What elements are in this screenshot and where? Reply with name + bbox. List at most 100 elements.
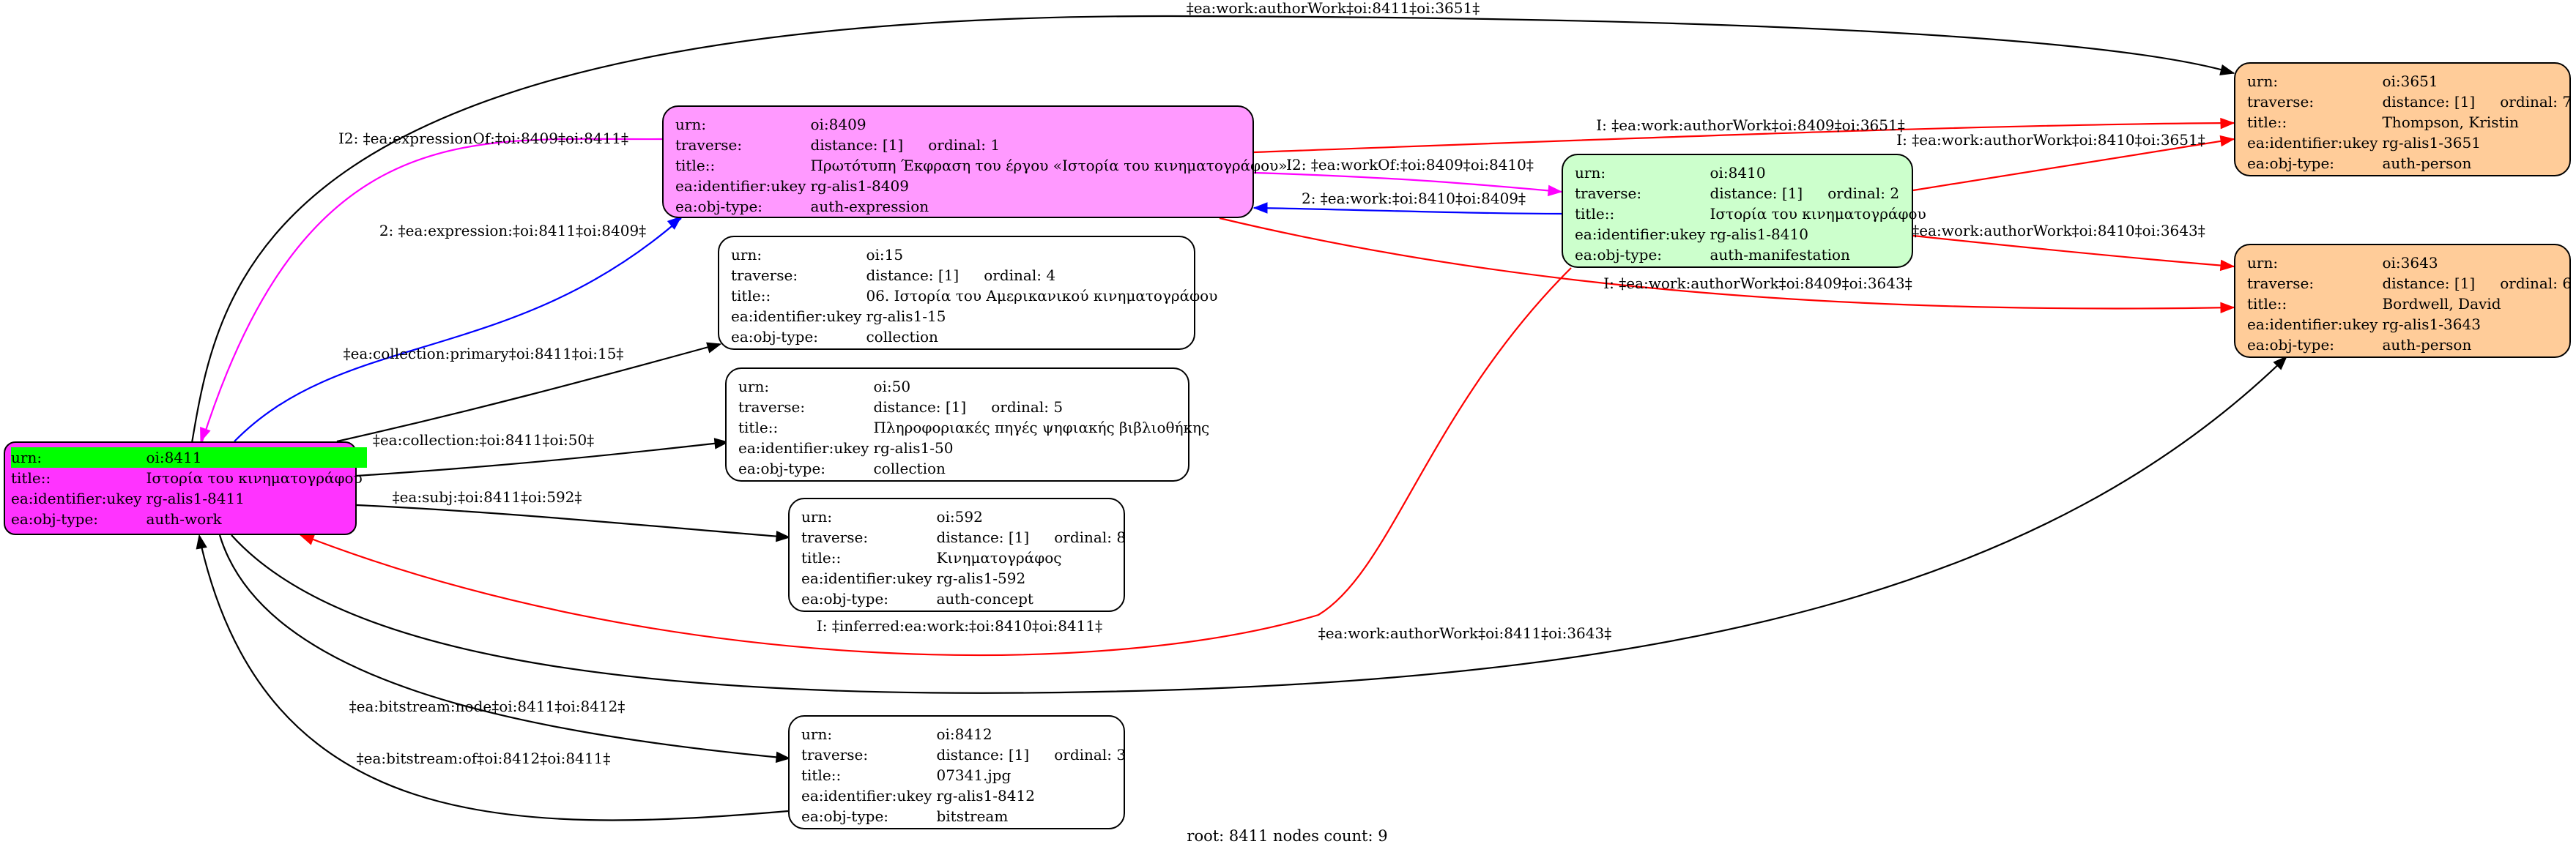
edge-line xyxy=(1912,234,2235,268)
node-row: ea:obj-type:auth-concept xyxy=(801,589,1130,609)
row-key: urn: xyxy=(731,246,762,264)
row-key: ea:identifier:ukey xyxy=(2247,316,2378,333)
row-ordinal: ordinal: 7 xyxy=(2500,93,2572,111)
row-value: oi:8409 xyxy=(810,114,1291,135)
node-row: traverse:distance: [1]ordinal: 4 xyxy=(731,265,1222,285)
row-value: oi:8411 xyxy=(146,447,367,468)
row-key: urn: xyxy=(801,725,833,743)
row-value: oi:8412 xyxy=(936,724,1130,744)
row-value: collection xyxy=(873,458,1214,479)
node-row: ea:obj-type:auth-person xyxy=(2247,335,2576,355)
edge-15: ‡ea:bitstream:of‡oi:8412‡oi:8411‡ xyxy=(196,534,789,821)
row-value-text: rg-alis1-15 xyxy=(866,307,946,325)
node-row: traverse:distance: [1]ordinal: 7 xyxy=(2247,92,2576,112)
row-ordinal: ordinal: 1 xyxy=(928,136,1001,154)
row-key: urn: xyxy=(801,508,833,526)
edge-arrowhead xyxy=(2220,302,2235,314)
row-value: rg-alis1-50 xyxy=(873,438,1214,458)
row-key: traverse: xyxy=(801,529,869,546)
row-value: oi:50 xyxy=(873,376,1214,397)
edge-label: ‡ea:bitstream:node‡oi:8411‡oi:8412‡ xyxy=(349,698,626,715)
row-value: Ιστορία του κινηματογράφου xyxy=(146,468,366,488)
edge-line xyxy=(1253,171,1562,193)
node-row: traverse:distance: [1]ordinal: 2 xyxy=(1575,183,1931,204)
row-key: traverse: xyxy=(731,266,798,284)
row-key: ea:obj-type: xyxy=(1575,246,1663,264)
row-value: auth-expression xyxy=(810,196,1291,217)
row-value-text: auth-person xyxy=(2382,154,2472,172)
row-value: rg-alis1-8412 xyxy=(936,785,1130,806)
row-value: oi:3643 xyxy=(2382,253,2576,273)
edge-5: 2: ‡ea:work:‡oi:8410‡oi:8409‡ xyxy=(1252,190,1562,215)
edge-4: I2: ‡ea:workOf:‡oi:8409‡oi:8410‡ xyxy=(1253,156,1563,197)
node-row: title::Thompson, Kristin xyxy=(2247,112,2576,132)
row-value: rg-alis1-15 xyxy=(866,306,1222,326)
edge-label: ‡ea:work:authorWork‡oi:8411‡oi:3651‡ xyxy=(1187,0,1480,17)
edge-8: I: ‡ea:work:authorWork‡oi:8409‡oi:3643‡ xyxy=(1219,217,2235,314)
edge-line xyxy=(301,267,1572,657)
edge-line xyxy=(1219,217,2235,310)
row-value-text: distance: [1] xyxy=(936,529,1030,546)
row-key: ea:identifier:ukey xyxy=(1575,225,1706,243)
row-value-text: bitstream xyxy=(936,807,1009,825)
row-value-text: Bordwell, David xyxy=(2382,295,2501,313)
row-key: ea:identifier:ukey xyxy=(11,490,142,507)
row-value-text: auth-work xyxy=(146,510,222,528)
row-key: ea:obj-type: xyxy=(801,590,889,608)
row-value: Πληροφοριακές πηγές ψηφιακής βιβλιοθήκης xyxy=(873,417,1214,438)
row-value-text: auth-expression xyxy=(810,198,929,215)
row-value-text: distance: [1] xyxy=(1710,184,1803,202)
row-value: rg-alis1-8410 xyxy=(1710,224,1930,244)
node-row: ea:obj-type:auth-person xyxy=(2247,153,2576,173)
row-value: auth-person xyxy=(2382,335,2576,355)
row-key: urn: xyxy=(738,378,770,395)
edge-arrowhead xyxy=(713,438,730,449)
row-ordinal: ordinal: 2 xyxy=(1827,184,1900,202)
row-ordinal: ordinal: 6 xyxy=(2500,275,2572,292)
row-value: oi:3651 xyxy=(2382,71,2576,92)
row-value: 06. Ιστορία του Αμερικανικού κινηματογρά… xyxy=(866,285,1222,306)
row-value-text: 07341.jpg xyxy=(936,766,1012,784)
row-value-text: Πληροφοριακές πηγές ψηφιακής βιβλιοθήκης xyxy=(873,419,1210,436)
node-row: ea:obj-type:auth-expression xyxy=(675,196,1292,217)
row-value: 07341.jpg xyxy=(936,765,1130,785)
row-value: rg-alis1-8409 xyxy=(810,176,1291,196)
node-row: traverse:distance: [1]ordinal: 1 xyxy=(675,135,1292,155)
node-row: title::Κινηματογράφος xyxy=(801,548,1130,568)
row-ordinal: ordinal: 3 xyxy=(1054,746,1126,763)
edge-arrowhead xyxy=(2220,117,2235,130)
edge-label: ‡ea:bitstream:of‡oi:8412‡oi:8411‡ xyxy=(357,750,611,767)
edge-label: I: ‡inferred:ea:work:‡oi:8410‡oi:8411‡ xyxy=(817,617,1102,635)
row-value: oi:8410 xyxy=(1710,163,1930,183)
row-key: urn: xyxy=(675,116,707,133)
row-value: rg-alis1-8411 xyxy=(146,488,366,509)
row-value-text: oi:3643 xyxy=(2382,254,2438,272)
edge-arrowhead xyxy=(2219,259,2235,272)
edge-label: I2: ‡ea:expressionOf:‡oi:8409‡oi:8411‡ xyxy=(338,130,628,147)
edge-arrowhead xyxy=(706,342,722,354)
edge-0: ‡ea:work:authorWork‡oi:8411‡oi:3651‡ xyxy=(190,0,2235,444)
row-value-text: rg-alis1-592 xyxy=(936,570,1026,587)
row-value-text: distance: [1] xyxy=(2382,275,2476,292)
row-value: rg-alis1-3643 xyxy=(2382,314,2576,335)
row-value-text: rg-alis1-8409 xyxy=(810,177,909,195)
edge-3: I: ‡ea:work:authorWork‡oi:8409‡oi:3651‡ xyxy=(1253,116,2235,154)
edge-line xyxy=(231,357,2286,694)
